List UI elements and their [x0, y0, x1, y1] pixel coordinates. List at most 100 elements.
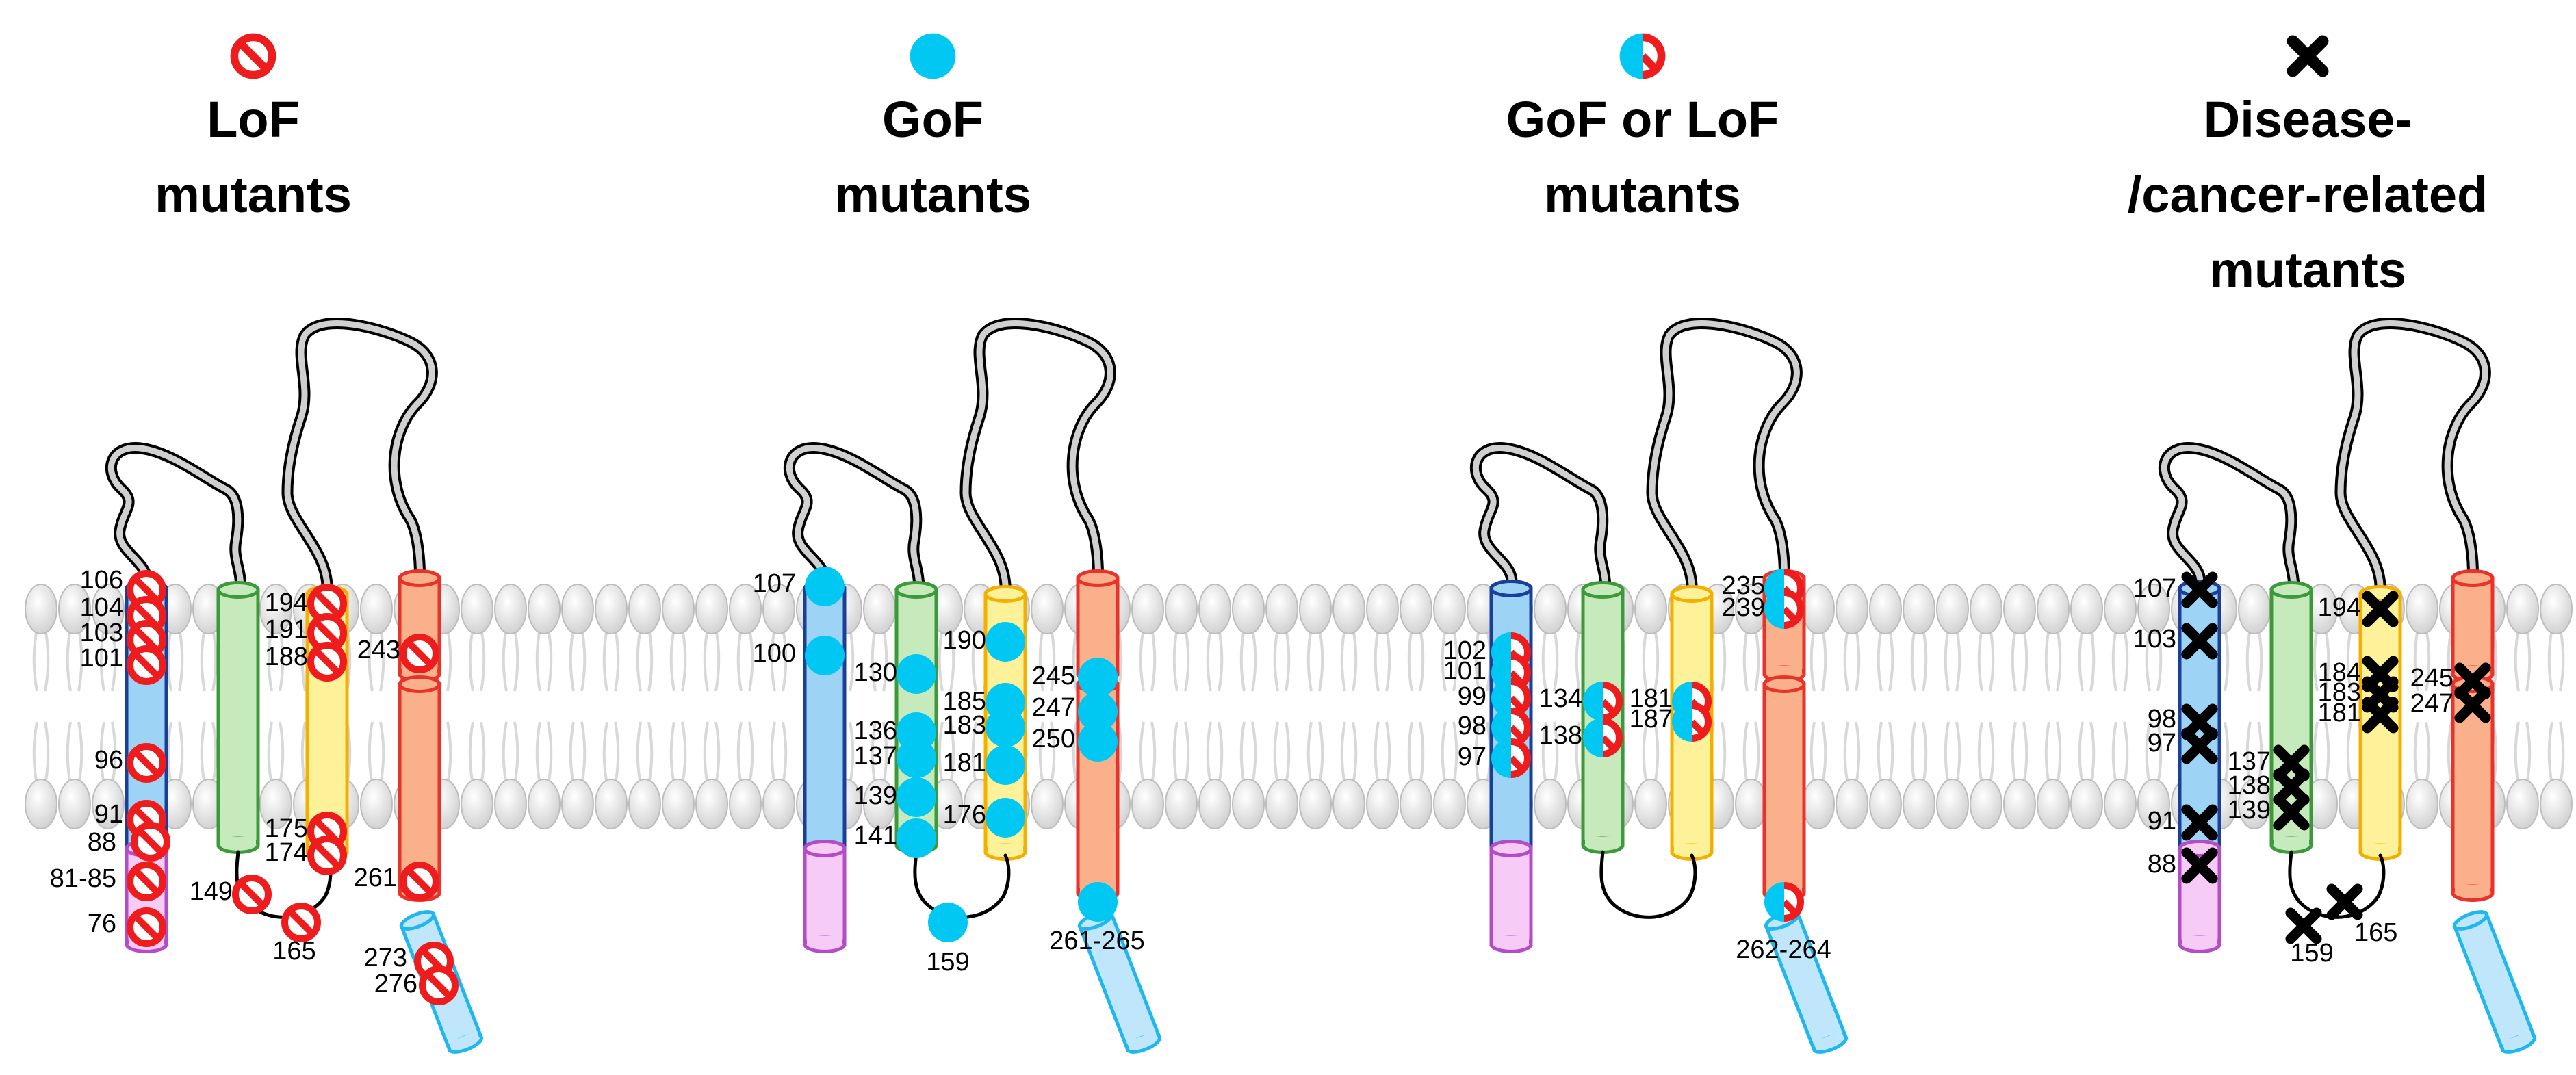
panel-header: GoF mutants: [834, 33, 1031, 223]
panel-title-line: mutants: [155, 166, 352, 223]
residue-label: 141: [854, 821, 897, 850]
residue-label: 239: [1722, 593, 1765, 622]
extracellular-loop-2: [959, 318, 1116, 591]
residue-label: 181: [1630, 684, 1673, 713]
panel-title-line: mutants: [834, 166, 1031, 223]
lof-mutation-marker: [403, 865, 436, 898]
disease-mutation-marker: [2291, 913, 2317, 939]
residue-label: 175: [265, 814, 308, 843]
lof-mutation-marker: [311, 839, 344, 872]
residue-label: 81-85: [50, 864, 116, 893]
residue-label: 176: [943, 801, 986, 829]
residue-label: 139: [2228, 796, 2271, 825]
residue-label: 91: [2148, 807, 2176, 836]
residue-label: 273: [364, 944, 407, 972]
residue-label: 149: [190, 877, 233, 906]
both-mutation-marker: [1764, 882, 1804, 922]
extracellular-loop-1: [784, 442, 925, 595]
residue-label: 183: [943, 711, 986, 740]
lof-mutation-marker: [235, 878, 268, 911]
residue-label: 261-265: [1049, 927, 1144, 955]
residue-label: 98: [2148, 705, 2176, 734]
lof-mutation-marker: [422, 969, 455, 1002]
residue-label: 107: [753, 569, 796, 598]
residue-label: 99: [1458, 682, 1486, 711]
panel-title-line: Disease-: [2204, 91, 2412, 148]
panel-header: LoF mutants: [155, 37, 352, 223]
panel-gof-or-lof: GoF or LoFmutants10210199989713413818118…: [1443, 34, 1849, 1054]
both-mutation-marker: [1764, 589, 1804, 629]
residue-label: 139: [854, 781, 897, 810]
lof-mutation-marker: [130, 865, 163, 898]
residue-label: 88: [88, 828, 116, 857]
residue-label: 262-264: [1736, 935, 1831, 964]
residue-label: 276: [374, 970, 417, 998]
gof-mutation-marker: [1078, 658, 1118, 697]
residue-label: 250: [1032, 725, 1075, 753]
residue-label: 106: [80, 566, 123, 595]
residue-label: 107: [2133, 574, 2176, 603]
residue-label: 103: [2133, 625, 2176, 653]
panel-title-line: GoF: [882, 91, 983, 148]
gof-mutation-marker: [986, 708, 1025, 747]
residue-label: 138: [2228, 771, 2271, 800]
tm-helix-2: [216, 581, 260, 854]
residue-label: 185: [943, 687, 986, 716]
extracellular-loop-2: [2334, 318, 2491, 591]
residue-label: 247: [1032, 693, 1075, 722]
residue-label: 130: [854, 658, 897, 687]
residue-label: 138: [1539, 721, 1582, 750]
residue-labels: 1071001301361371391411901851831811762452…: [753, 569, 1145, 976]
residue-label: 194: [265, 588, 308, 617]
residue-label: 245: [1032, 662, 1075, 690]
c-terminal-helix: [1764, 910, 1849, 1054]
residue-label: 159: [926, 948, 969, 976]
panel-title-line: mutants: [1544, 166, 1741, 223]
residue-label: 190: [943, 626, 986, 655]
gof-mutation-marker: [897, 654, 936, 694]
residue-label: 243: [357, 636, 400, 664]
lof-mutation-marker: [130, 747, 163, 779]
extracellular-loop-1: [105, 442, 247, 595]
residue-label: 261: [354, 864, 397, 892]
residue-label: 101: [1443, 657, 1486, 686]
panel-title-line: LoF: [207, 91, 300, 148]
residue-label: 191: [265, 615, 308, 644]
n-terminal-segment: [2178, 840, 2221, 953]
gof-mutation-marker: [928, 903, 968, 942]
residue-label: 134: [1539, 684, 1582, 713]
residue-label: 91: [94, 800, 123, 829]
residue-label: 194: [2318, 593, 2361, 622]
residue-label: 88: [2148, 850, 2176, 879]
gof-mutation-marker: [805, 567, 845, 606]
panel-lof: LoFmutants10610410310196918881-857619419…: [50, 37, 484, 1054]
residue-label: 183: [2318, 678, 2361, 707]
residue-label: 187: [1630, 705, 1673, 734]
panel-title-line: /cancer-related: [2128, 166, 2488, 223]
residue-label: 100: [753, 639, 796, 668]
lof-mutation-marker: [130, 649, 163, 682]
residue-label: 245: [2410, 664, 2453, 692]
residue-label: 137: [2228, 747, 2271, 776]
gof-mutation-marker: [897, 818, 936, 858]
extracellular-loop-1: [1470, 442, 1612, 595]
residue-label: 181: [943, 749, 986, 777]
residue-label: 165: [272, 937, 315, 966]
legend-symbol-icon: [2293, 41, 2323, 71]
both-mutation-marker: [1672, 702, 1712, 742]
residue-label: 76: [88, 909, 116, 938]
disease-mutation-marker: [2332, 889, 2358, 915]
gof-mutation-marker: [1078, 722, 1118, 762]
residue-label: 181: [2318, 699, 2361, 727]
residue-label: 97: [1458, 742, 1486, 771]
gof-mutation-marker: [897, 777, 936, 817]
lof-mutation-marker: [403, 637, 436, 670]
gof-mutation-marker: [986, 798, 1025, 838]
panel-gof: GoFmutants107100130136137139141190185183…: [753, 33, 1162, 1054]
gof-mutation-marker: [1078, 882, 1118, 922]
panel-disease: Disease-/cancer-relatedmutants1071039897…: [2128, 41, 2537, 1054]
both-mutation-marker: [1583, 682, 1623, 721]
